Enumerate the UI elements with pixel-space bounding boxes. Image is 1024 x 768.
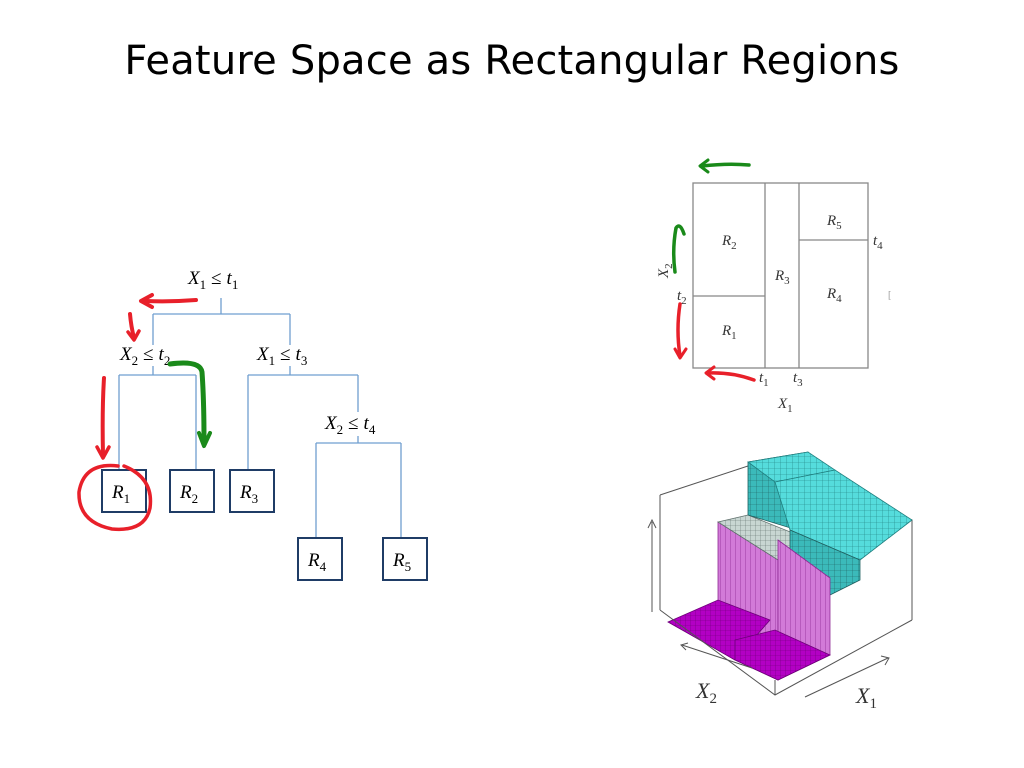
split-var: X bbox=[187, 268, 201, 289]
split-root: X1≤t1 bbox=[187, 268, 238, 292]
split-var-sub: 2 bbox=[337, 422, 344, 437]
leaf-label-r2: R2 bbox=[179, 482, 198, 506]
slide-title: Feature Space as Rectangular Regions bbox=[124, 38, 900, 84]
split-op: ≤ bbox=[348, 413, 358, 434]
split-var: X bbox=[256, 344, 270, 365]
red-arrow-left-icon bbox=[144, 298, 198, 304]
tick-label-t1: t1 bbox=[759, 370, 769, 389]
tick-label-t3: t3 bbox=[793, 370, 803, 389]
tick-label-t4: t4 bbox=[873, 233, 883, 252]
split-op: ≤ bbox=[280, 344, 290, 365]
red-arrow-left-small-icon bbox=[706, 371, 756, 382]
svg-text:X1≤t1: X1≤t1 bbox=[187, 268, 238, 292]
split-thr-sub: 2 bbox=[164, 353, 171, 368]
green-arrow-down-icon bbox=[167, 360, 207, 443]
split-op: ≤ bbox=[143, 344, 153, 365]
leaf-box-r2 bbox=[169, 469, 215, 513]
split-thr: t bbox=[227, 268, 233, 289]
leaf-box-r4 bbox=[297, 537, 343, 581]
split-left: X2≤t2 bbox=[119, 344, 170, 368]
red-arrow-down-icon bbox=[128, 312, 136, 340]
surface-x2-label: X2 bbox=[695, 678, 717, 707]
leaf-label-r4: R4 bbox=[307, 550, 327, 574]
split-op: ≤ bbox=[211, 268, 221, 289]
split-right: X1 ≤ t3 bbox=[256, 344, 307, 368]
split-var: X bbox=[324, 413, 338, 434]
region-label-r1: R1 bbox=[721, 323, 737, 342]
partition-diagram bbox=[692, 182, 869, 369]
leaf-label-r5: R5 bbox=[392, 550, 411, 574]
region-label-r3: R3 bbox=[774, 268, 790, 287]
green-arrow-up-icon bbox=[671, 224, 686, 274]
x-axis-label: X1 bbox=[777, 396, 793, 415]
region-label-r4: R4 bbox=[826, 286, 842, 305]
split-var-sub: 1 bbox=[269, 353, 276, 368]
split-var: X bbox=[119, 344, 133, 365]
region-label-r5: R5 bbox=[826, 213, 842, 232]
split-thr-sub: 3 bbox=[301, 353, 308, 368]
red-circle-highlight-icon bbox=[77, 463, 153, 532]
leaf-label-r3: R3 bbox=[239, 482, 258, 506]
surface-plot: X2 X1 bbox=[647, 451, 913, 712]
stray-mark: [ bbox=[888, 290, 891, 301]
y-axis-label: X2 bbox=[656, 263, 675, 279]
partition-frame bbox=[692, 182, 869, 369]
split-thr-sub: 4 bbox=[369, 422, 376, 437]
split-var-sub: 2 bbox=[132, 353, 139, 368]
split-thr: t bbox=[159, 344, 165, 365]
green-arrow-left-icon bbox=[700, 162, 751, 168]
region-label-r2: R2 bbox=[721, 233, 737, 252]
leaf-label-r1: R1 bbox=[111, 482, 130, 506]
split-thr: t bbox=[364, 413, 370, 434]
surface-x1-label: X1 bbox=[855, 683, 877, 712]
split-var-sub: 1 bbox=[200, 277, 207, 292]
svg-text:X2≤t2: X2≤t2 bbox=[119, 344, 170, 368]
svg-text:X2≤t4: X2 ≤ t4 bbox=[324, 413, 376, 437]
red-arrow-down-small-icon bbox=[676, 302, 682, 358]
tick-label-t2: t2 bbox=[677, 288, 687, 307]
red-arrow-down-long-icon bbox=[100, 376, 106, 457]
split-thr: t bbox=[296, 344, 302, 365]
decision-tree bbox=[118, 298, 402, 538]
svg-text:X1≤t3: X1 ≤ t3 bbox=[256, 344, 307, 368]
leaf-box-r3 bbox=[229, 469, 275, 513]
partition-annotations bbox=[671, 158, 756, 382]
split-thr-sub: 1 bbox=[232, 277, 239, 292]
leaf-box-r5 bbox=[382, 537, 428, 581]
leaf-box-r1 bbox=[101, 469, 147, 513]
split-right-right: X2 ≤ t4 bbox=[324, 413, 376, 437]
tree-annotations bbox=[77, 293, 212, 532]
